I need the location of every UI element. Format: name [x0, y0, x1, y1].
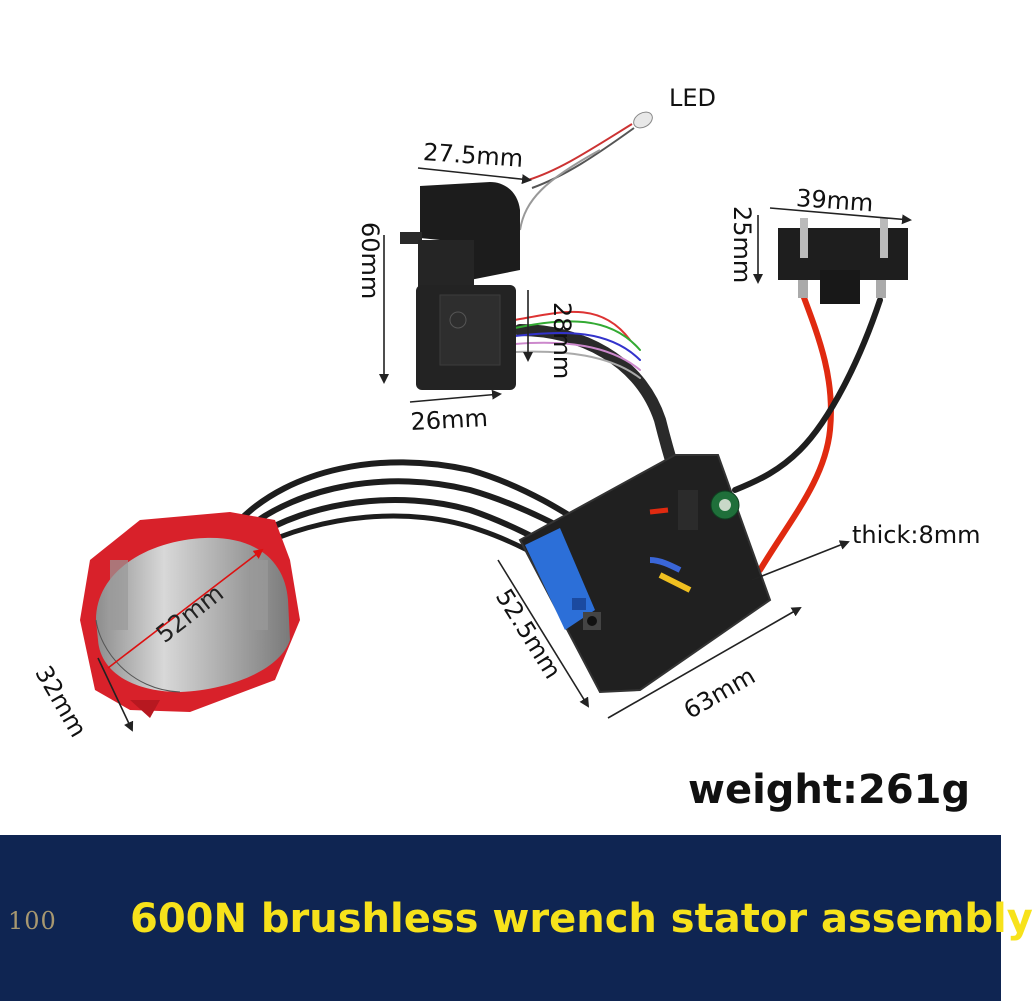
power-wires	[732, 292, 883, 573]
product-illustration	[80, 111, 912, 732]
switch-depth-label: 28mm	[548, 302, 576, 380]
weight-label: weight:261g	[688, 767, 971, 813]
terminal-height-label: 25mm	[728, 206, 756, 284]
dimension-lines	[97, 167, 912, 732]
product-photo: LED 27.5mm 60mm 28mm 26mm 39mm 25mm thic…	[29, 84, 981, 742]
stator-diameter-line	[107, 548, 264, 669]
switch-base-label: 26mm	[409, 403, 489, 436]
led-label: LED	[669, 84, 717, 112]
led-wire	[519, 123, 635, 231]
switch-width-label: 27.5mm	[422, 138, 525, 173]
terminal-width-label: 39mm	[795, 184, 875, 218]
banner-mark: 100	[8, 907, 57, 935]
title-banner: 100 600N brushless wrench stator assembl…	[0, 835, 1033, 1001]
board-thickness-label: thick:8mm	[852, 521, 981, 549]
switch-height-label: 60mm	[356, 222, 384, 300]
stator	[80, 512, 300, 718]
controller-board	[518, 454, 772, 694]
led-icon	[633, 111, 653, 129]
battery-terminal	[778, 218, 908, 304]
trigger-switch	[400, 182, 520, 390]
banner-title: 600N brushless wrench stator assembly	[130, 896, 1033, 942]
